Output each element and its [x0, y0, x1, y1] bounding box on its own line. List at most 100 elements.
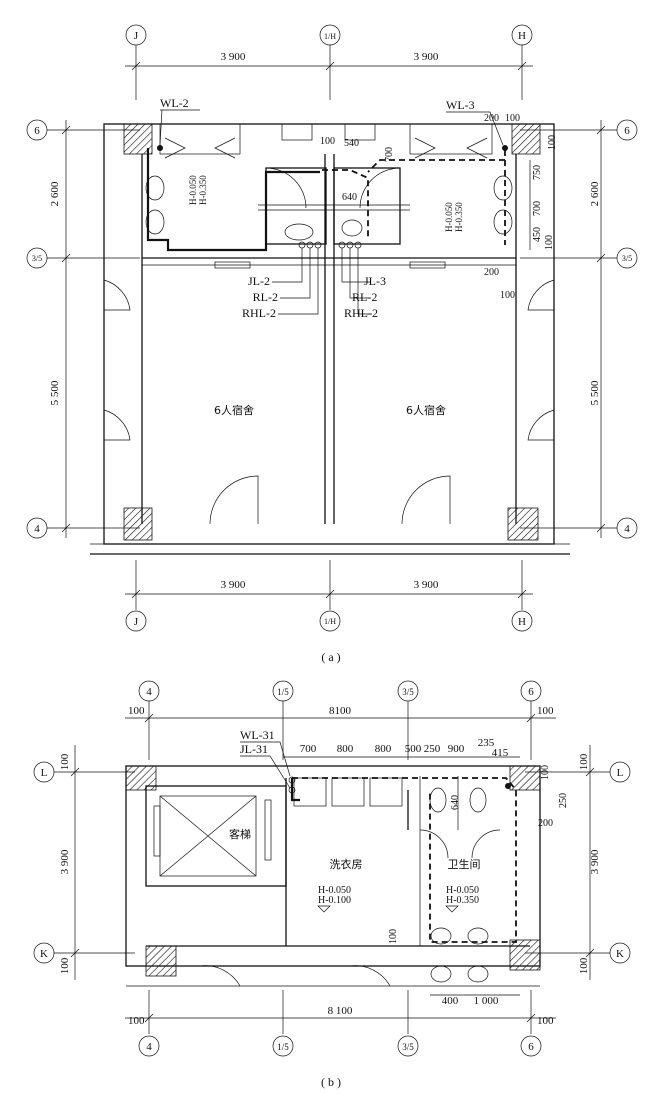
room-label-elevator: 客梯 [229, 827, 251, 841]
axis-bubble-left-l: L [33, 761, 55, 783]
axis-bubble-left-k: K [33, 942, 55, 964]
dim-700-b: 700 [532, 201, 543, 216]
dim-bottom-b-small-left: 100 [128, 1015, 145, 1027]
elev-right-a-2: H-0.350 [454, 202, 464, 232]
room-label-laundry: 洗衣房 [330, 857, 363, 871]
pipe-riser-31 [290, 778, 300, 802]
dim-seg-900: 900 [448, 743, 465, 755]
axis-bubble-bottom-6: 6 [520, 1035, 542, 1057]
dim-540: 540 [344, 138, 359, 149]
axis-bubble-right-6: 6 [616, 119, 638, 141]
pipe-riser-rl2-right [346, 241, 354, 249]
axis-bubble-bottom-j: J [125, 610, 147, 632]
axis-bubble-bottom-1h: 1/H [319, 610, 341, 632]
axis-bubble-right-35: 3/5 [616, 247, 638, 269]
dim-450: 450 [532, 227, 543, 242]
dim-top-b-small-right: 100 [537, 705, 554, 717]
plan-a: J 1/H H 3 900 3 900 6 3/5 4 [26, 24, 638, 664]
axis-bubble-left-35: 3/5 [26, 247, 48, 269]
svg-text:6: 6 [528, 686, 534, 698]
room-label-dorm-left: 6人宿舍 [214, 403, 254, 417]
dim-1000: 1 000 [474, 995, 499, 1007]
svg-text:4: 4 [624, 523, 630, 535]
svg-text:K: K [616, 948, 624, 960]
dim-right-b-3900: 3 900 [589, 849, 601, 874]
dim-700-a: 700 [384, 147, 395, 162]
svg-text:4: 4 [34, 523, 40, 535]
elev-left-a-1: H-0.050 [188, 175, 198, 205]
pipe-label-rl2-right: RL-2 [352, 290, 377, 304]
dim-seg-250: 250 [424, 743, 441, 755]
axis-bubble-bottom-4: 4 [138, 1035, 160, 1057]
axis-bubble-top-6b: 6 [520, 680, 542, 702]
caption-b: ( b ) [321, 1075, 341, 1089]
axis-bubble-bottom-h: H [511, 610, 533, 632]
dim-640-b: 640 [450, 795, 461, 810]
dim-left-b-3900: 3 900 [59, 849, 71, 874]
dim-top-a-2: 3 900 [414, 51, 439, 63]
svg-text:1/H: 1/H [324, 32, 336, 41]
pipe-riser-rhl2-left [314, 241, 322, 249]
svg-text:1/H: 1/H [324, 617, 336, 626]
axis-bubble-left-4: 4 [26, 517, 48, 539]
dim-seg-500: 500 [405, 743, 422, 755]
pipe-dashed-center [322, 169, 369, 240]
axis-bubble-right-l: L [609, 761, 631, 783]
axis-bubble-top-15: 1/5 [272, 680, 294, 702]
dim-seg-800a: 800 [337, 743, 354, 755]
dim-bottom-a-2: 3 900 [414, 579, 439, 591]
svg-text:6: 6 [528, 1041, 534, 1053]
pipe-label-jl31: JL-31 [240, 742, 268, 756]
axis-bubble-left-6: 6 [26, 119, 48, 141]
dim-top-a-1: 3 900 [221, 51, 246, 63]
svg-text:4: 4 [146, 1041, 152, 1053]
svg-text:3/5: 3/5 [402, 1042, 414, 1052]
dim-200-a: 200 [484, 113, 499, 124]
svg-text:J: J [134, 616, 139, 628]
dim-bottom-a-1: 3 900 [221, 579, 246, 591]
pipe-label-rl2-left: RL-2 [253, 290, 278, 304]
dim-left-a-2: 5 500 [49, 380, 61, 405]
axis-bubble-bottom-15: 1/5 [272, 1035, 294, 1057]
dim-right-b-100b: 100 [578, 957, 590, 974]
column-b-br [509, 939, 541, 971]
column-b-bl [145, 945, 177, 977]
axis-bubble-top-4: 4 [138, 680, 160, 702]
axis-bubble-bottom-35: 3/5 [397, 1035, 419, 1057]
dim-bottom-b-small-right: 100 [537, 1015, 554, 1027]
axis-bubble-right-k: K [609, 942, 631, 964]
dim-100-l: 100 [388, 929, 399, 944]
pipe-riser-rl2-left [306, 241, 314, 249]
dim-right-a-2: 5 500 [589, 380, 601, 405]
building-outline-a [103, 123, 555, 545]
svg-text:1/5: 1/5 [277, 1042, 289, 1052]
pipe-label-wl2: WL-2 [160, 96, 189, 110]
axis-bubble-top-35: 3/5 [397, 680, 419, 702]
elev-laundry-2: H-0.100 [318, 895, 351, 906]
pipe-label-rhl2-left: RHL-2 [242, 306, 276, 320]
dim-seg-415: 415 [492, 747, 509, 759]
dim-100-d: 100 [544, 235, 555, 250]
svg-text:L: L [41, 767, 48, 779]
elev-toilet-1: H-0.050 [446, 885, 479, 896]
elev-laundry-1: H-0.050 [318, 885, 351, 896]
pipe-riser-wl2 [157, 145, 163, 151]
column-b-tr [509, 765, 541, 791]
pipe-label-wl31: WL-31 [240, 728, 275, 742]
axis-bubble-top-h: H [511, 24, 533, 46]
svg-text:3/5: 3/5 [402, 687, 414, 697]
dim-seg-700: 700 [300, 743, 317, 755]
pipe-label-rhl2-right: RHL-2 [344, 306, 378, 320]
axis-bubble-top-j: J [125, 24, 147, 46]
dim-200-b: 200 [484, 267, 499, 278]
dim-top-b-total: 8100 [329, 705, 352, 717]
svg-text:1/5: 1/5 [277, 687, 289, 697]
svg-text:6: 6 [34, 125, 40, 137]
dim-left-b-100b: 100 [59, 957, 71, 974]
column-a-br [507, 507, 539, 541]
svg-text:H: H [518, 30, 526, 42]
elev-left-a-2: H-0.350 [198, 175, 208, 205]
dim-left-a-1: 2 600 [49, 181, 61, 206]
dim-left-b-100a: 100 [59, 753, 71, 770]
